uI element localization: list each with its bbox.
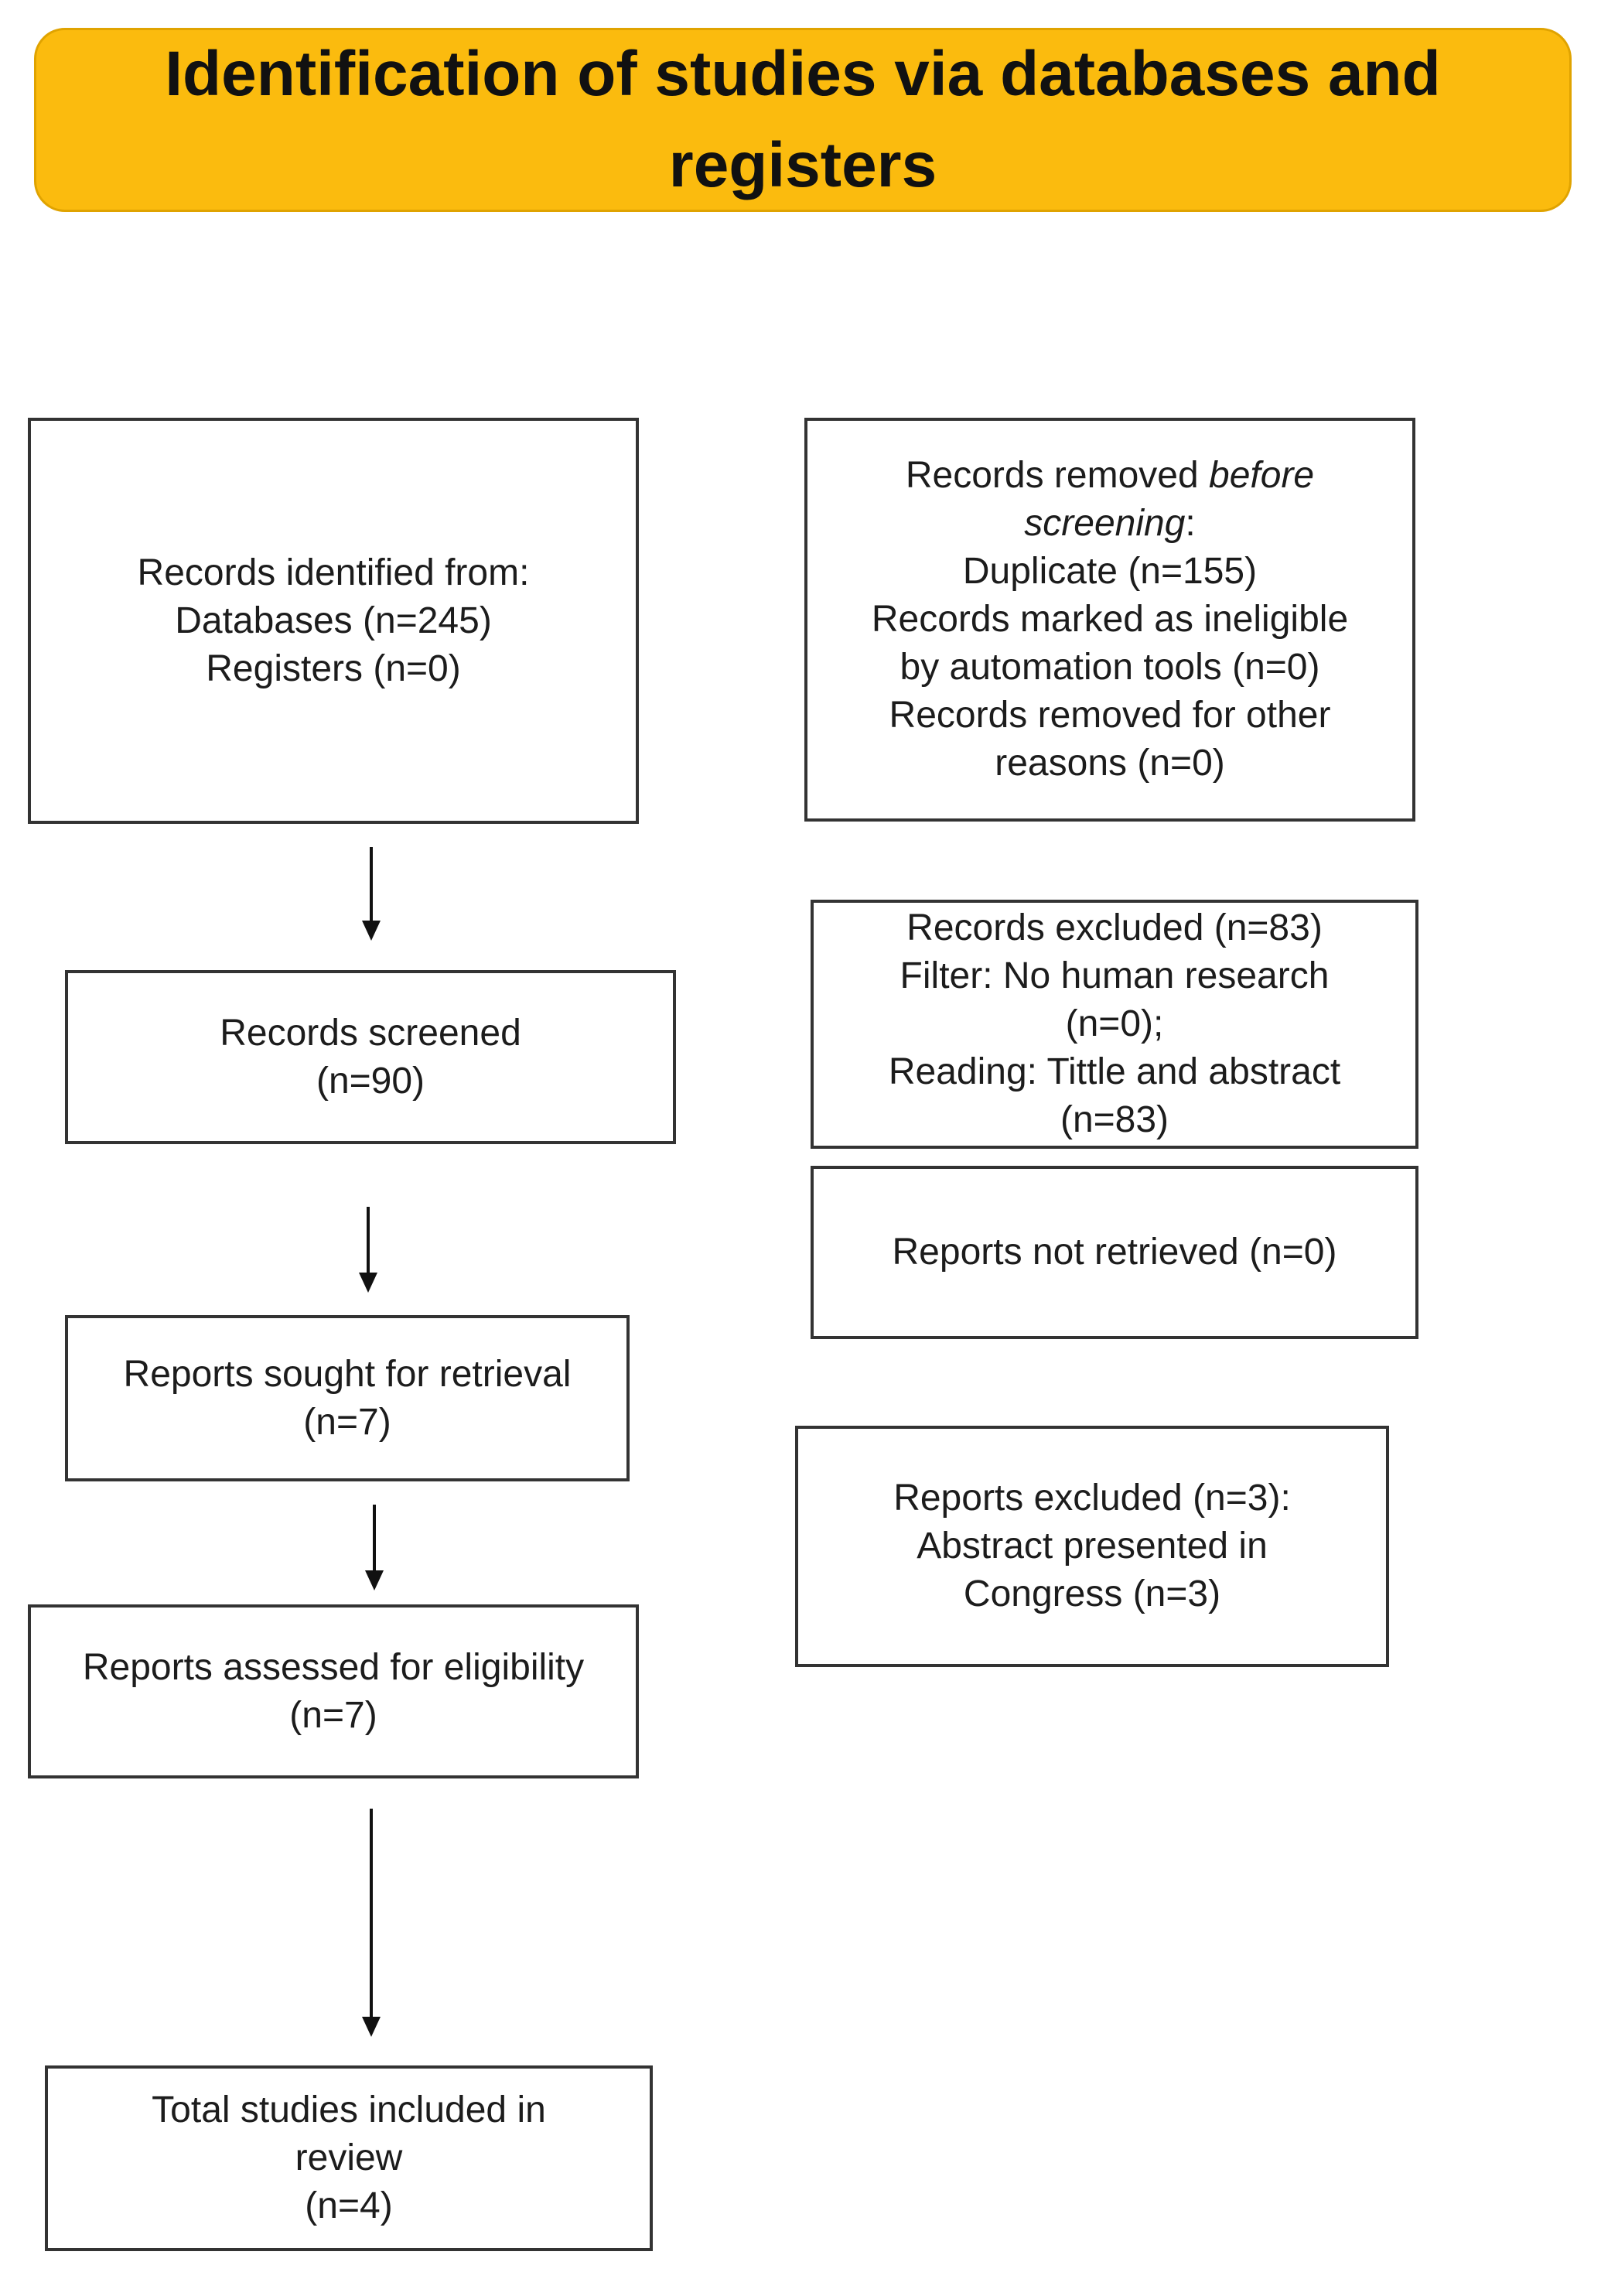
ineligible-label: Records marked as ineligible [871,599,1349,640]
records-identified-box: Records identified from: Databases (n=24… [28,418,639,824]
total-included-count: (n=4) [305,2185,393,2226]
reports-excluded-count: Reports excluded (n=3): [893,1478,1291,1519]
arrowhead-4-icon [362,2017,381,2037]
records-removed-screening: screening [1024,503,1186,544]
reports-sought-count: (n=7) [303,1401,391,1443]
total-included-label-cont: review [295,2137,403,2178]
records-removed-box: Records removed before screening: Duplic… [804,418,1415,822]
identification-header: Identification of studies via databases … [34,28,1572,212]
arrowhead-3-icon [365,1570,384,1590]
reports-not-retrieved-label: Reports not retrieved (n=0) [892,1232,1337,1273]
registers-count: Registers (n=0) [206,647,461,689]
reports-not-retrieved-box: Reports not retrieved (n=0) [811,1166,1418,1339]
automation-count: by automation tools (n=0) [899,647,1320,688]
records-excluded-count: Records excluded (n=83) [906,907,1323,948]
records-removed-label: Records removed [905,455,1210,496]
filter-label: Filter: No human research [899,955,1330,996]
records-screened-label: Records screened [220,1012,521,1054]
reports-assessed-count: (n=7) [289,1694,377,1736]
records-removed-colon: : [1185,503,1196,544]
arrowhead-2-icon [359,1273,377,1293]
total-included-label: Total studies included in [152,2089,546,2130]
reading-label: Reading: Tittle and abstract [888,1051,1341,1092]
records-screened-box: Records screened (n=90) [65,970,676,1144]
duplicate-count: Duplicate (n=155) [962,551,1258,592]
reports-excluded-box: Reports excluded (n=3): Abstract present… [795,1426,1389,1667]
databases-count: Databases (n=245) [175,600,492,641]
reports-assessed-box: Reports assessed for eligibility (n=7) [28,1604,639,1778]
other-reasons-count: reasons (n=0) [995,743,1225,784]
reports-sought-label: Reports sought for retrieval [123,1353,572,1395]
reports-sought-box: Reports sought for retrieval (n=7) [65,1315,630,1481]
records-removed-before: before [1209,455,1315,496]
arrowhead-1-icon [362,921,381,941]
reports-assessed-label: Reports assessed for eligibility [82,1646,585,1688]
header-title: Identification of studies via databases … [165,39,1441,200]
reading-count: (n=83) [1060,1099,1169,1140]
records-excluded-box: Records excluded (n=83) Filter: No human… [811,900,1418,1149]
abstract-label: Abstract presented in [917,1526,1268,1567]
congress-count: Congress (n=3) [963,1573,1221,1614]
total-included-box: Total studies included in review (n=4) [45,2065,653,2251]
filter-count: (n=0); [1065,1003,1164,1044]
records-removed-line2: screening: [1024,500,1195,548]
records-screened-count: (n=90) [316,1060,425,1102]
records-identified-label: Records identified from: [137,552,530,593]
records-removed-line1: Records removed before [906,452,1314,500]
other-reasons-label: Records removed for other [889,695,1331,736]
